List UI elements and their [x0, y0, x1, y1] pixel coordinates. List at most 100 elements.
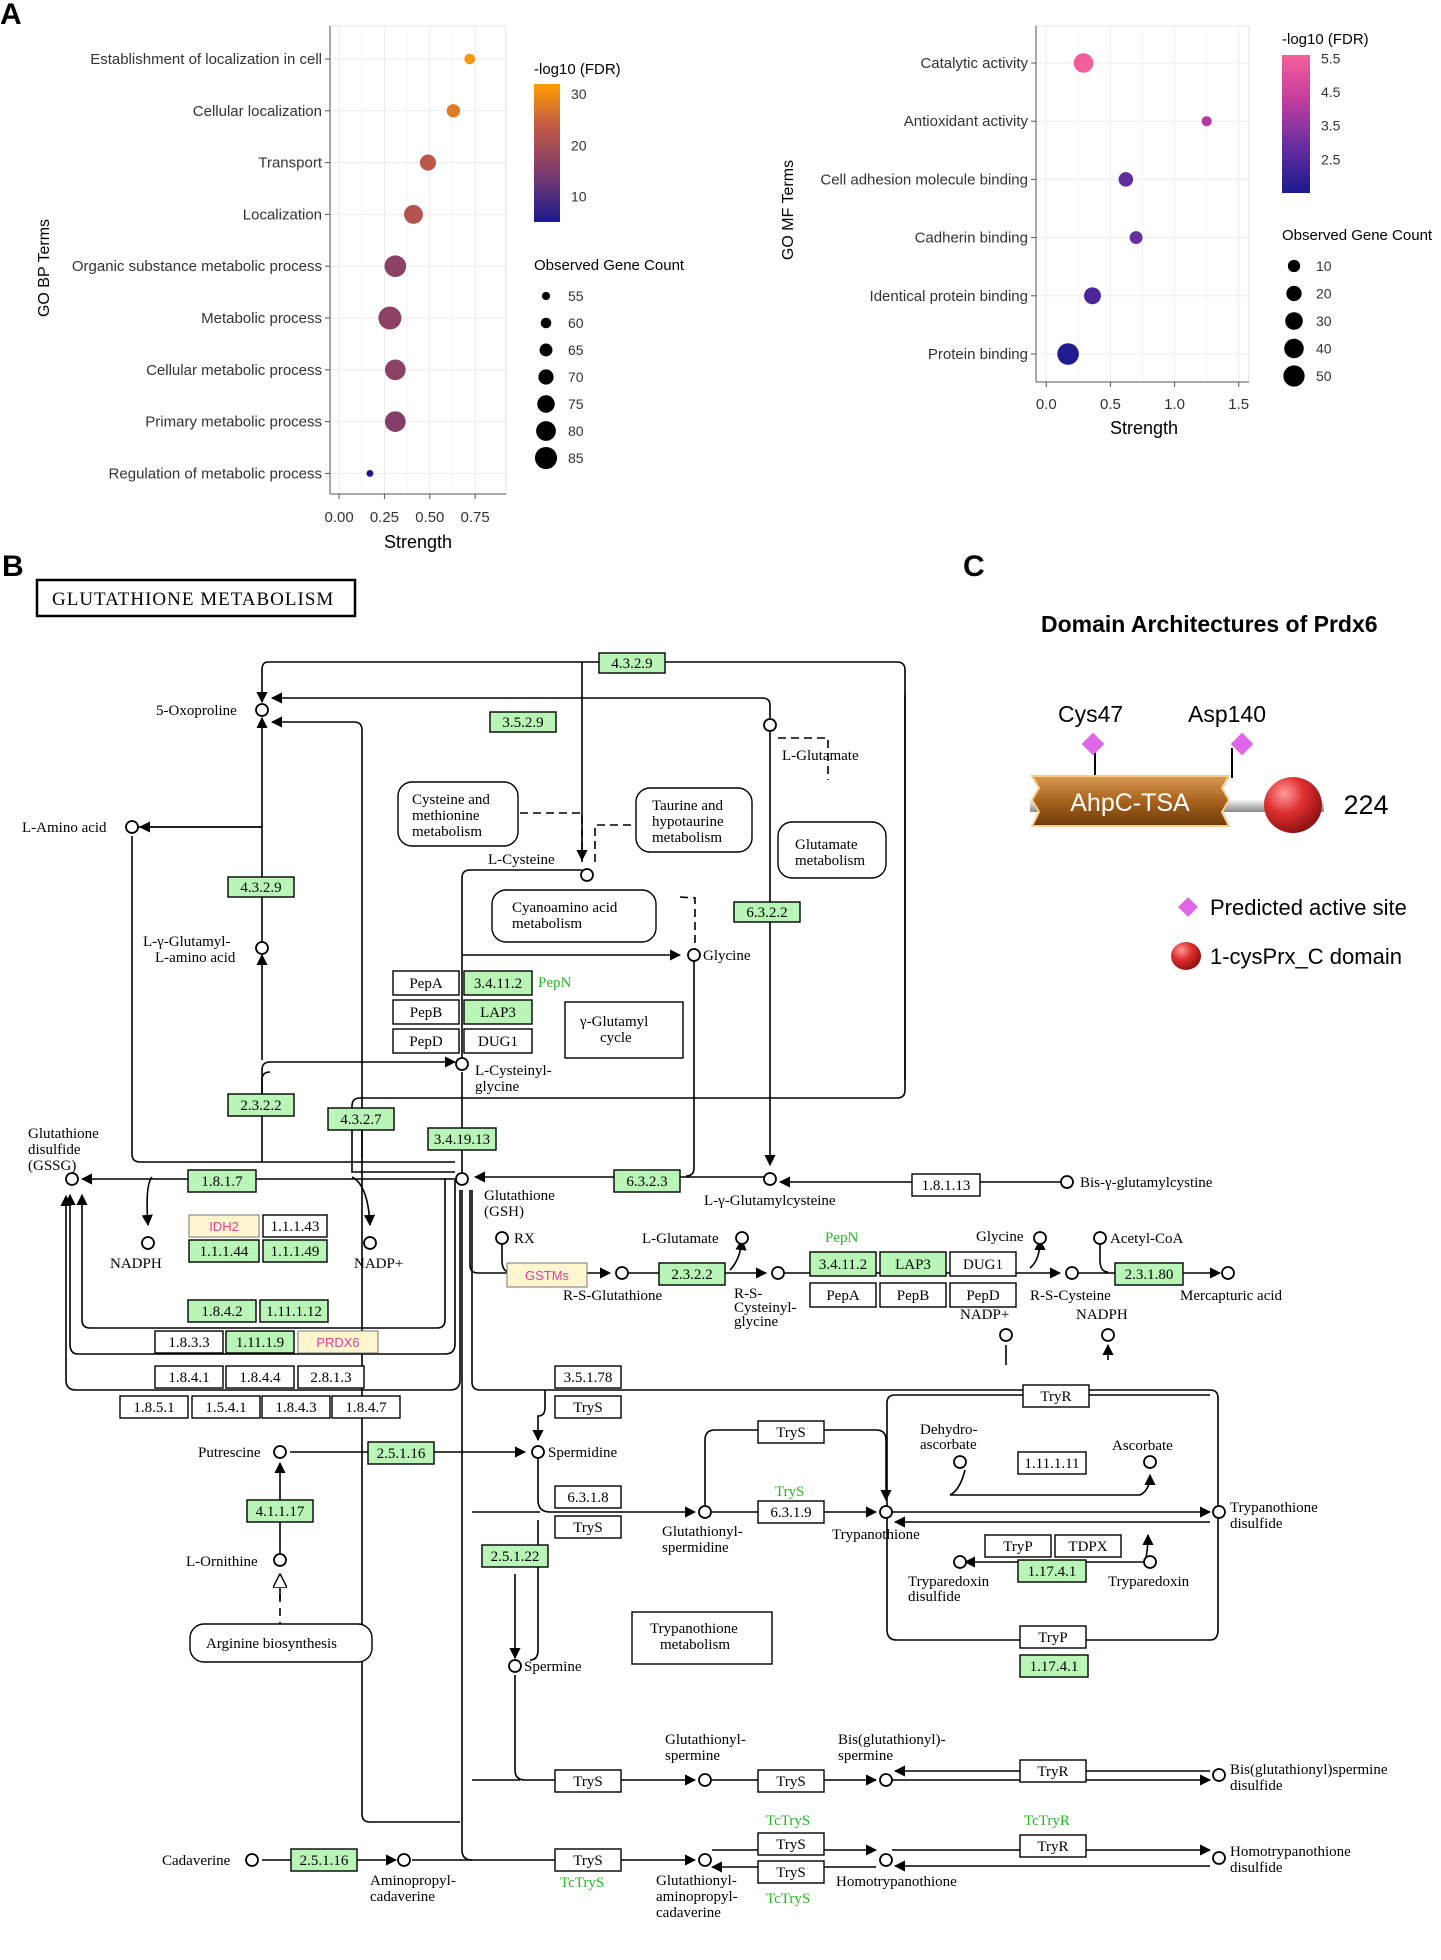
mf-color-ticks: 5.54.53.52.5 [1310, 50, 1341, 167]
svg-text:NADP+: NADP+ [960, 1307, 1009, 1323]
enzyme-tryr3[interactable]: TryR [1019, 1834, 1087, 1858]
enzyme-e3529[interactable]: 3.5.2.9 [489, 711, 557, 733]
enzyme-e25122[interactable]: 2.5.1.22 [481, 1544, 549, 1568]
size-legend-dot [538, 369, 554, 385]
enzyme-idh2[interactable]: IDH2 [188, 1214, 260, 1238]
enzyme-trys2[interactable]: TryS [554, 1515, 622, 1539]
enzyme-e11741[interactable]: 1.17.4.1 [1017, 1559, 1087, 1583]
enzyme-trys6[interactable]: TryS [554, 1848, 622, 1872]
enzyme-e1842[interactable]: 1.8.4.2 [187, 1299, 257, 1323]
enzyme-tryr2[interactable]: TryR [1019, 1759, 1087, 1783]
enzyme-trys3[interactable]: TryS [757, 1420, 825, 1444]
enzyme-e11149[interactable]: 1.1.1.49 [262, 1239, 328, 1263]
enzyme-e2322_mid[interactable]: 2.3.2.2 [658, 1262, 726, 1286]
enzyme-e1844[interactable]: 1.8.4.4 [225, 1365, 295, 1389]
svg-text:Bis(glutathionyl)spermine: Bis(glutathionyl)spermine [1230, 1762, 1388, 1778]
svg-text:disulfide: disulfide [1230, 1516, 1283, 1532]
enzyme-pepd[interactable]: PepD [392, 1028, 460, 1054]
panel-label-c: C [963, 550, 985, 583]
size-legend-label: 50 [1316, 368, 1332, 384]
data-point [464, 53, 476, 65]
enzyme-trys1[interactable]: TryS [554, 1395, 622, 1419]
svg-text:R-S-Cysteine: R-S-Cysteine [1030, 1288, 1111, 1304]
enzyme-e11119[interactable]: 1.11.1.9 [225, 1330, 295, 1354]
term-label: Establishment of localization in cell [90, 51, 322, 68]
enzyme-e4329_top[interactable]: 4.3.2.9 [598, 652, 666, 674]
enzyme-e25116[interactable]: 2.5.1.16 [367, 1441, 435, 1465]
enzyme-e6319[interactable]: 6.3.1.9 [757, 1500, 825, 1524]
enzyme-pepb_b[interactable]: PepB [879, 1282, 947, 1308]
enzyme-lap3[interactable]: LAP3 [463, 999, 533, 1025]
svg-text:metabolism: metabolism [795, 853, 865, 869]
enzyme-e111111[interactable]: 1.11.1.11 [1017, 1451, 1087, 1475]
enzyme-e341913[interactable]: 3.4.19.13 [427, 1127, 497, 1151]
svg-text:γ-Glutamyl: γ-Glutamyl [579, 1014, 648, 1030]
enzyme-tryp[interactable]: TryP [984, 1534, 1052, 1558]
enzyme-trys8[interactable]: TryS [757, 1860, 825, 1884]
enzyme-e11143[interactable]: 1.1.1.43 [262, 1214, 328, 1238]
svg-text:Bis-γ-glutamylcystine: Bis-γ-glutamylcystine [1080, 1175, 1213, 1191]
enzyme-pepa_b[interactable]: PepA [809, 1282, 877, 1308]
enzyme-lap3_b[interactable]: LAP3 [879, 1251, 947, 1277]
enzyme-e1817[interactable]: 1.8.1.7 [187, 1169, 257, 1193]
enzyme-trys4[interactable]: TryS [554, 1769, 622, 1793]
enzyme-e1833[interactable]: 1.8.3.3 [154, 1330, 224, 1354]
enzyme-e6322[interactable]: 6.3.2.2 [733, 901, 801, 923]
enzyme-e1847[interactable]: 1.8.4.7 [331, 1395, 401, 1419]
svg-text:cadaverine: cadaverine [656, 1905, 721, 1921]
enzyme-trys5[interactable]: TryS [757, 1769, 825, 1793]
color-tick-label: 4.5 [1321, 84, 1341, 100]
enzyme-dug1_b[interactable]: DUG1 [949, 1251, 1017, 1277]
size-legend-dot [540, 317, 552, 329]
color-tick-label: 2.5 [1321, 151, 1341, 167]
enzyme-e4327[interactable]: 4.3.2.7 [327, 1107, 395, 1131]
enzyme-tryp2[interactable]: TryP [1019, 1625, 1087, 1649]
enzyme-trys7[interactable]: TryS [757, 1832, 825, 1856]
enzyme-e2813[interactable]: 2.8.1.3 [297, 1365, 365, 1389]
enzyme-e41117[interactable]: 4.1.1.17 [246, 1499, 314, 1523]
enzyme-e35178[interactable]: 3.5.1.78 [554, 1365, 622, 1389]
enzyme-tdpx[interactable]: TDPX [1054, 1534, 1122, 1558]
x-tick-label: 1.0 [1164, 396, 1185, 413]
enzyme-e18113[interactable]: 1.8.1.13 [911, 1173, 981, 1197]
enzyme-e25116_b[interactable]: 2.5.1.16 [290, 1848, 358, 1872]
enzyme-label: 6.3.2.2 [746, 905, 787, 921]
svg-text:Aminopropyl-: Aminopropyl- [370, 1873, 456, 1889]
enzyme-dug1[interactable]: DUG1 [463, 1028, 533, 1054]
enzyme-e34112[interactable]: 3.4.11.2 [463, 970, 533, 996]
enzyme-e34112_b[interactable]: 3.4.11.2 [809, 1251, 877, 1277]
enzyme-label: 6.3.1.8 [567, 1490, 608, 1506]
enzyme-e11144[interactable]: 1.1.1.44 [188, 1239, 260, 1263]
enzyme-e2322_left[interactable]: 2.3.2.2 [227, 1093, 295, 1117]
enzyme-e6318[interactable]: 6.3.1.8 [554, 1485, 622, 1509]
svg-text:RX: RX [514, 1231, 535, 1247]
enzyme-pepb[interactable]: PepB [392, 999, 460, 1025]
term-label: Protein binding [928, 346, 1028, 363]
enzyme-e1541[interactable]: 1.5.4.1 [191, 1395, 261, 1419]
svg-text:cycle: cycle [600, 1030, 632, 1046]
enzyme-e11741_b[interactable]: 1.17.4.1 [1019, 1654, 1089, 1678]
enzyme-gstms[interactable]: GSTMs [506, 1262, 588, 1288]
bp-y-axis-title: GO BP Terms [36, 219, 53, 317]
enzyme-label: 1.8.4.3 [275, 1400, 316, 1416]
data-point [1201, 116, 1212, 127]
enzyme-e23180[interactable]: 2.3.1.80 [1114, 1262, 1184, 1286]
enzyme-pepa[interactable]: PepA [392, 970, 460, 996]
svg-text:5-Oxoproline: 5-Oxoproline [156, 703, 237, 719]
enzyme-e6323[interactable]: 6.3.2.3 [613, 1169, 681, 1193]
enzyme-prdx6[interactable]: PRDX6 [297, 1330, 379, 1354]
enzyme-e1851[interactable]: 1.8.5.1 [119, 1395, 189, 1419]
enzyme-e111112[interactable]: 1.11.1.12 [259, 1299, 329, 1323]
svg-text:L-Glutamate: L-Glutamate [642, 1231, 719, 1247]
enzyme-pepd_b[interactable]: PepD [949, 1282, 1017, 1308]
enzyme-e1841[interactable]: 1.8.4.1 [154, 1365, 224, 1389]
ahpc-tsa-domain [1030, 775, 1231, 827]
bp-term-labels: Establishment of localization in cellCel… [72, 26, 331, 494]
enzyme-label: 3.5.2.9 [502, 715, 543, 731]
x-tick-label: 0.50 [415, 509, 444, 526]
legend-domain-icon [1171, 942, 1201, 970]
enzyme-e1843[interactable]: 1.8.4.3 [261, 1395, 331, 1419]
enzyme-tryr1[interactable]: TryR [1022, 1384, 1090, 1408]
term-label: Transport [258, 155, 322, 172]
enzyme-e4329_left[interactable]: 4.3.2.9 [227, 876, 295, 898]
